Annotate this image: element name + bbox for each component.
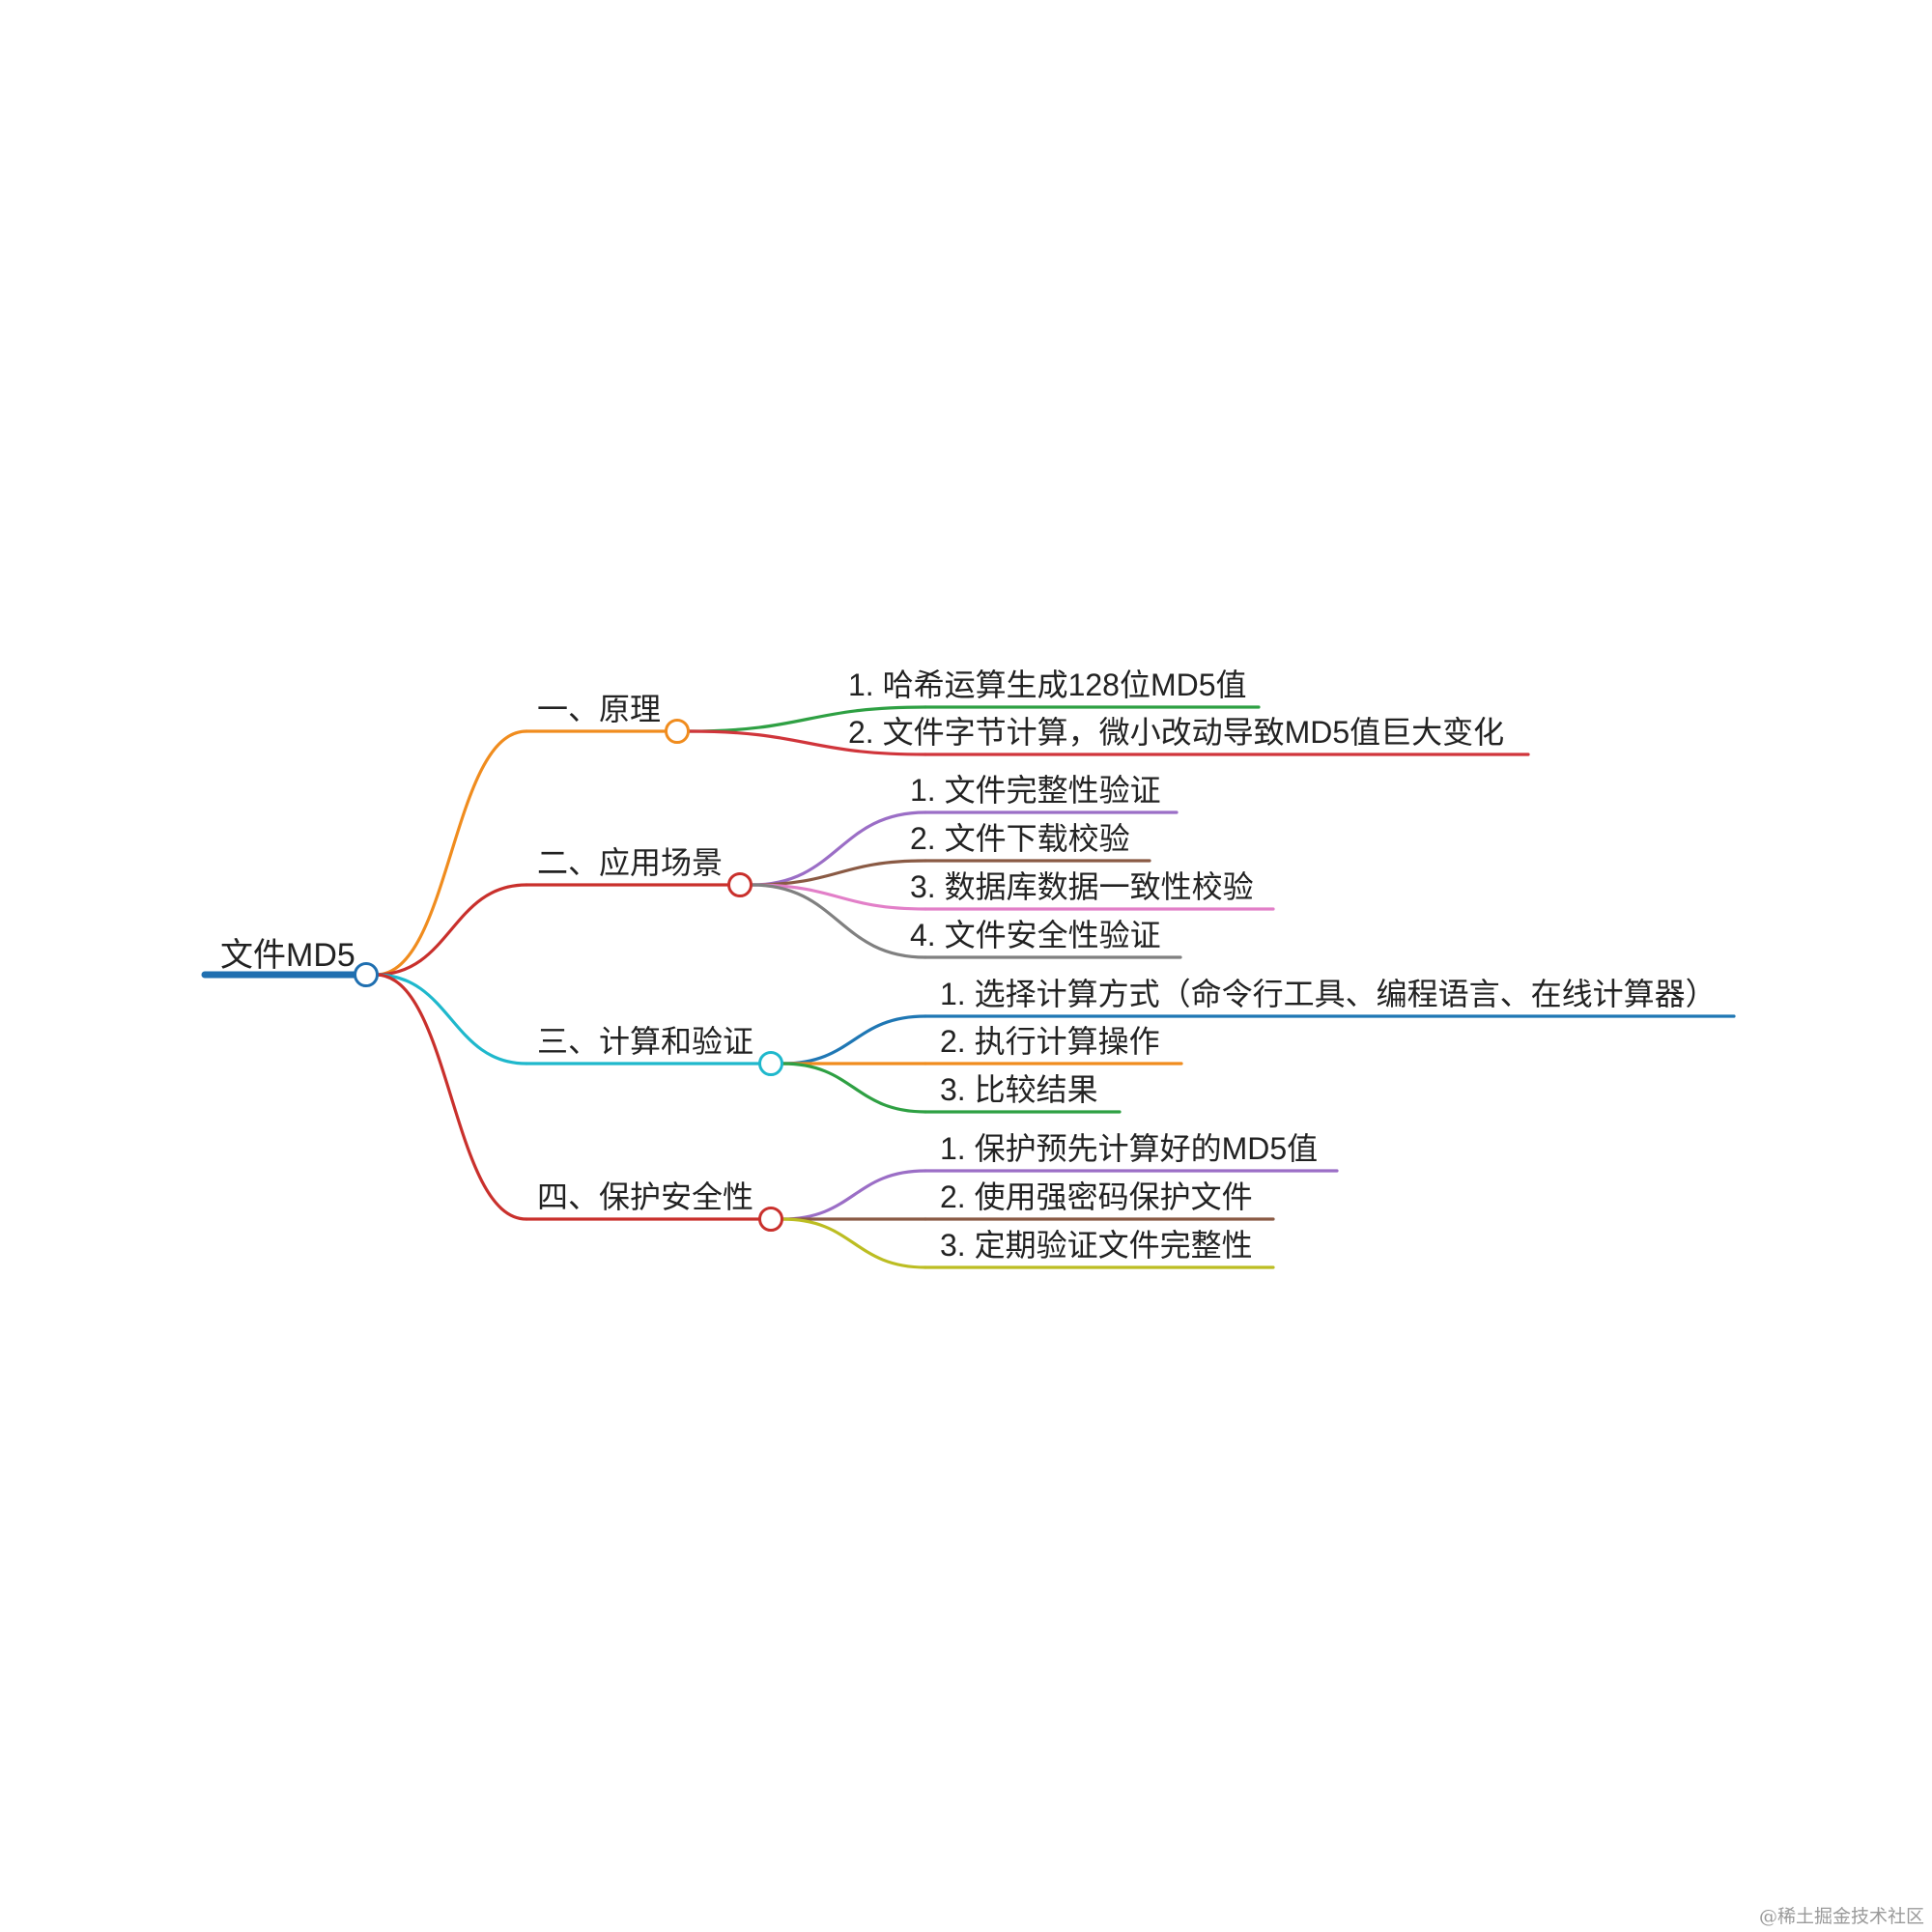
branch-collapse-toggle-1[interactable]: [665, 719, 690, 744]
leaf-label-2-3: 3. 数据库数据一致性校验: [910, 869, 1254, 904]
branch-collapse-toggle-3[interactable]: [758, 1051, 783, 1076]
leaf-label-4-3: 3. 定期验证文件完整性: [940, 1228, 1253, 1263]
root-label: 文件MD5: [220, 937, 355, 974]
branch-collapse-toggle-4[interactable]: [758, 1207, 783, 1232]
leaf-label-4-1: 1. 保护预先计算好的MD5值: [940, 1131, 1318, 1166]
leaf-label-2-2: 2. 文件下载校验: [910, 821, 1130, 856]
leaf-label-3-1: 1. 选择计算方式（命令行工具、编程语言、在线计算器）: [940, 977, 1717, 1011]
leaf-connector-2-2: [750, 859, 927, 887]
branch-connector-2: [374, 883, 528, 977]
connector-lines: [201, 705, 1736, 1269]
leaf-connector-4-1: [781, 1169, 927, 1221]
branch-label-1: 一、原理: [537, 692, 661, 726]
branch-connector-4: [374, 973, 528, 1221]
leaf-connector-3-3: [781, 1062, 927, 1114]
leaf-label-2-4: 4. 文件安全性验证: [910, 918, 1161, 952]
leaf-label-1-2: 2. 文件字节计算，微小改动导致MD5值巨大变化: [848, 715, 1504, 750]
leaf-label-4-2: 2. 使用强密码保护文件: [940, 1179, 1253, 1214]
branch-label-3: 三、计算和验证: [537, 1024, 753, 1059]
root-collapse-toggle[interactable]: [354, 962, 379, 987]
leaf-connector-3-1: [781, 1014, 927, 1065]
leaf-label-1-1: 1. 哈希运算生成128位MD5值: [848, 668, 1247, 702]
branch-label-4: 四、保护安全性: [537, 1179, 753, 1214]
leaf-label-2-1: 1. 文件完整性验证: [910, 773, 1161, 808]
leaf-connector-2-4: [750, 883, 927, 959]
leaf-label-3-2: 2. 执行计算操作: [940, 1024, 1160, 1059]
leaf-connector-4-3: [781, 1217, 927, 1269]
leaf-label-3-3: 3. 比较结果: [940, 1072, 1098, 1107]
branch-label-2: 二、应用场景: [537, 845, 723, 880]
leaf-connector-1-2: [687, 729, 927, 756]
branch-collapse-toggle-2[interactable]: [727, 872, 753, 897]
branch-connector-3: [374, 973, 528, 1065]
nodes: 文件MD5 一、原理 1. 哈希运算生成128位MD5值 2. 文件字节计算，微小改动…: [220, 668, 1717, 1263]
watermark: @稀土掘金技术社区: [1759, 1906, 1924, 1927]
leaf-connector-2-1: [750, 810, 927, 887]
leaf-connector-1-1: [687, 705, 927, 733]
branch-connector-1: [374, 729, 528, 977]
leaf-connector-2-3: [750, 883, 927, 911]
